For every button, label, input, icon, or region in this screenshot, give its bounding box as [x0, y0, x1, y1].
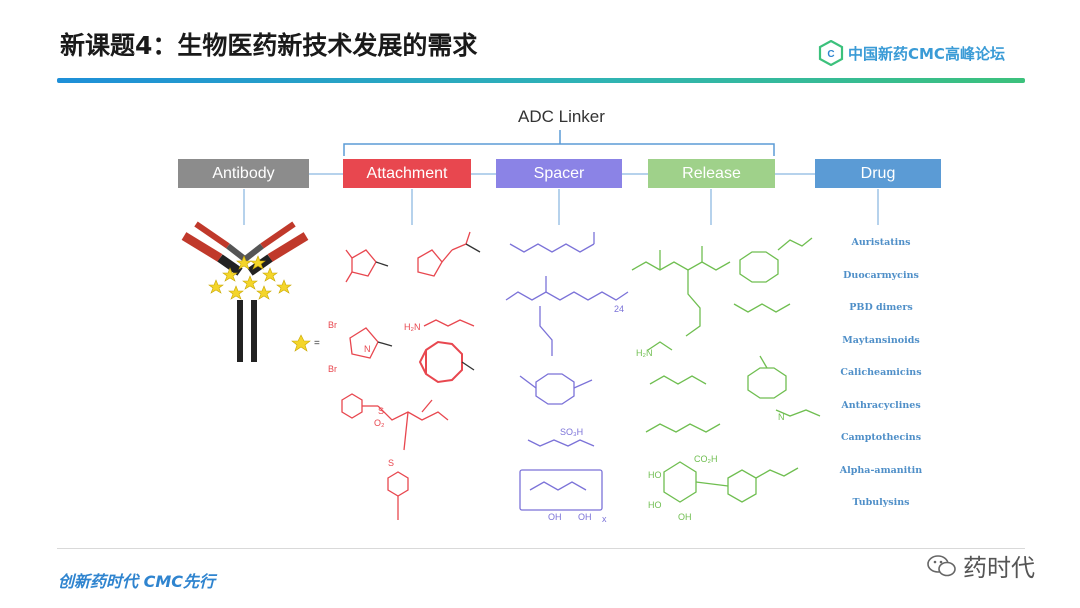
spacer-box: Spacer: [496, 159, 622, 188]
svg-text:C: C: [827, 49, 834, 60]
svg-text:Br: Br: [328, 364, 337, 374]
release-chemistry: [631, 237, 821, 503]
attachment-box: Attachment: [343, 159, 471, 188]
svg-text:S: S: [378, 406, 384, 416]
cmc-logo-icon: C: [818, 40, 844, 66]
watermark-text: 药时代: [963, 554, 1035, 582]
linker-bracket: [343, 130, 775, 156]
drug-item: Maytansinoids: [842, 334, 920, 346]
legend-equals: =: [314, 338, 320, 349]
page-title: 新课题4：生物医药新技术发展的需求: [60, 31, 478, 60]
drug-item: Calicheamicins: [840, 367, 922, 378]
drug-item: Auristatins: [851, 237, 911, 248]
adc-linker-label: ADC Linker: [518, 107, 605, 126]
drug-item: PBD dimers: [849, 302, 913, 313]
drug-list: Auristatins Duocarmycins PBD dimers Mayt…: [826, 236, 936, 529]
svg-text:24: 24: [614, 304, 624, 314]
spacer-chemistry: [505, 232, 629, 511]
wechat-icon: [927, 554, 956, 576]
svg-text:x: x: [602, 514, 607, 524]
svg-text:OH: OH: [578, 512, 592, 522]
svg-text:OH: OH: [678, 512, 692, 522]
drug-item: Duocarmycins: [843, 269, 919, 281]
svg-text:HO: HO: [648, 470, 662, 480]
svg-text:S: S: [388, 458, 394, 468]
drug-item: Anthracyclines: [841, 399, 921, 411]
drug-item: Tubulysins: [852, 497, 910, 508]
svg-text:SO₃H: SO₃H: [560, 427, 583, 437]
svg-text:HO: HO: [648, 500, 662, 510]
header-divider: [57, 78, 1025, 83]
watermark: 药时代: [927, 548, 1035, 583]
attachment-chemistry: [341, 231, 481, 520]
drug-item: Alpha-amanitin: [839, 464, 923, 476]
drug-item: Camptothecins: [840, 432, 922, 443]
drug-box: Drug: [815, 159, 941, 188]
logo-text: 中国新药CMC高峰论坛: [848, 44, 1005, 63]
svg-text:CO₂H: CO₂H: [694, 454, 718, 464]
antibody-structure: =: [181, 221, 320, 362]
payload-star-icon: [291, 334, 311, 352]
svg-text:H₂N: H₂N: [404, 322, 421, 332]
svg-text:Br: Br: [328, 320, 337, 330]
svg-text:N: N: [778, 412, 785, 422]
svg-text:N: N: [364, 344, 371, 354]
forum-logo: C 中国新药CMC高峰论坛: [818, 40, 1005, 66]
svg-text:OH: OH: [548, 512, 562, 522]
footer-divider: [57, 548, 1025, 549]
antibody-box: Antibody: [178, 159, 309, 188]
footer-slogan: 创新药时代 CMC先行: [58, 572, 215, 591]
release-box: Release: [648, 159, 775, 188]
svg-text:O₂: O₂: [374, 418, 385, 428]
svg-text:H₂N: H₂N: [636, 348, 653, 358]
connector-lines: [243, 173, 879, 225]
